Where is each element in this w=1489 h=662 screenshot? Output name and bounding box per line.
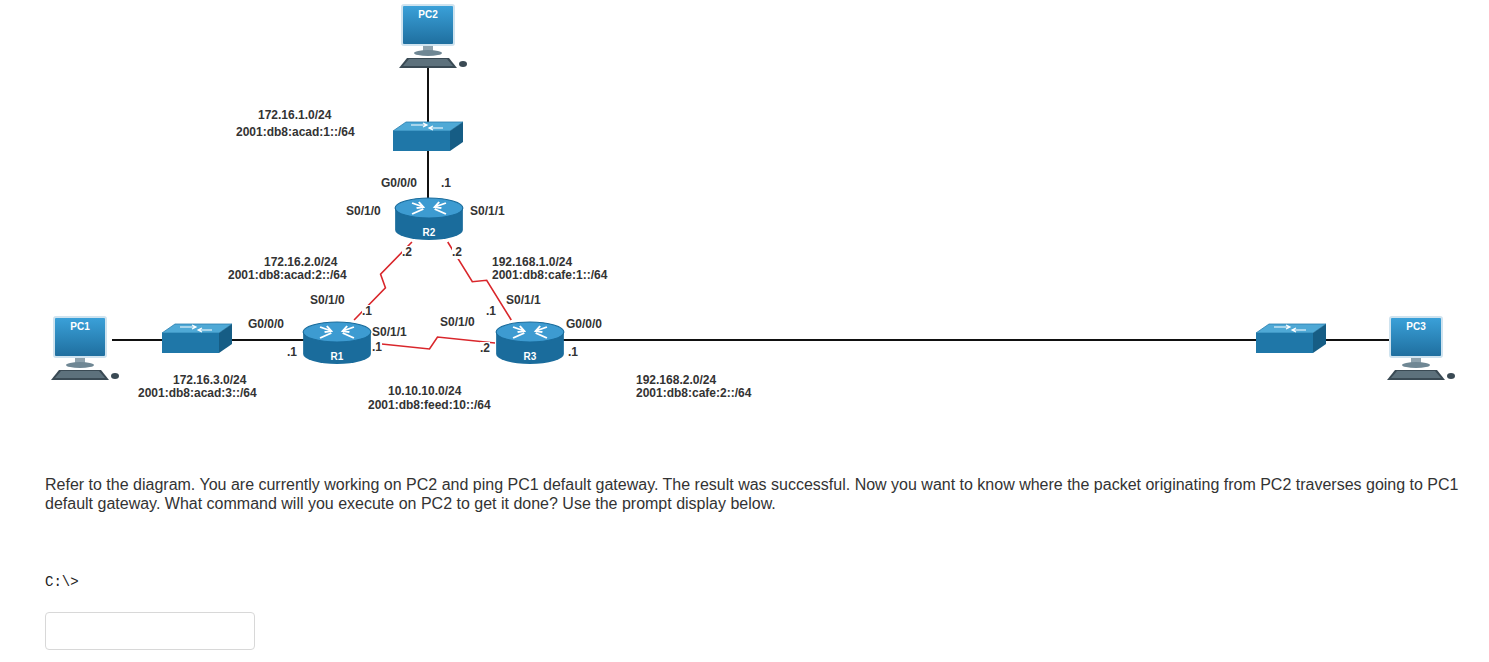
network-address: 172.16.1.0/24: [258, 109, 331, 122]
lan-wires: [112, 68, 1392, 340]
pc-keyboard: [51, 358, 119, 380]
network-address: G0/0/0: [381, 177, 417, 190]
pc-node: PC2: [401, 4, 455, 46]
network-address: 192.168.1.0/24: [492, 256, 572, 269]
network-address: 172.16.3.0/24: [173, 374, 246, 387]
pc-name: PC1: [55, 318, 105, 332]
interface-label: .1: [287, 346, 297, 359]
network-address: 2001:db8:cafe:1::/64: [492, 269, 607, 282]
network-address: 2001:db8:cafe:2::/64: [636, 387, 751, 400]
pc-name: PC2: [403, 6, 453, 20]
switch-icon: [1256, 324, 1326, 353]
router-node: R1: [302, 320, 372, 366]
network-address: 192.168.2.0/24: [636, 374, 716, 387]
pc-node: PC3: [1389, 316, 1443, 358]
router-node: R2: [394, 196, 464, 242]
interface-label: .1: [441, 177, 451, 190]
interface-label: .2: [452, 246, 462, 259]
network-address: 2001:db8:acad:2::/64: [228, 269, 347, 282]
switch-icon: [162, 324, 232, 353]
router-node: R3: [495, 320, 565, 366]
network-address: G0/0/0: [566, 318, 602, 331]
router-name: R2: [394, 227, 464, 238]
network-address: S0/1/1: [506, 294, 541, 307]
router-name: R3: [495, 351, 565, 362]
network-address: 172.16.2.0/24: [264, 256, 337, 269]
router-name: R1: [302, 351, 372, 362]
pc-name: PC3: [1391, 318, 1441, 332]
network-address: G0/0/0: [248, 318, 284, 331]
pc-node: PC1: [53, 316, 107, 358]
network-address: S0/1/1: [470, 205, 505, 218]
pc-keyboard: [399, 46, 467, 68]
network-address: S0/1/0: [440, 316, 475, 329]
interface-label: .1: [362, 305, 372, 318]
network-address: S0/1/0: [346, 205, 381, 218]
answer-input: [45, 612, 255, 650]
interface-label: .1: [568, 346, 578, 359]
interface-label: .2: [480, 342, 490, 355]
interface-label: .1: [372, 341, 382, 354]
network-address: 2001:db8:acad:3::/64: [138, 387, 257, 400]
question-text: Refer to the diagram. You are currently …: [45, 475, 1465, 513]
interface-label: .2: [402, 246, 412, 259]
interface-label: .1: [486, 305, 496, 318]
network-address: 2001:db8:acad:1::/64: [236, 126, 355, 139]
network-address: S0/1/1: [372, 326, 407, 339]
network-address: S0/1/0: [310, 294, 345, 307]
network-address: 10.10.10.0/24: [388, 385, 461, 398]
network-address: 2001:db8:feed:10::/64: [368, 399, 491, 412]
switch-icon: [393, 122, 463, 151]
command-prompt: C:\>: [45, 574, 79, 590]
serial-link: [354, 242, 412, 320]
pc-keyboard: [1387, 358, 1455, 380]
